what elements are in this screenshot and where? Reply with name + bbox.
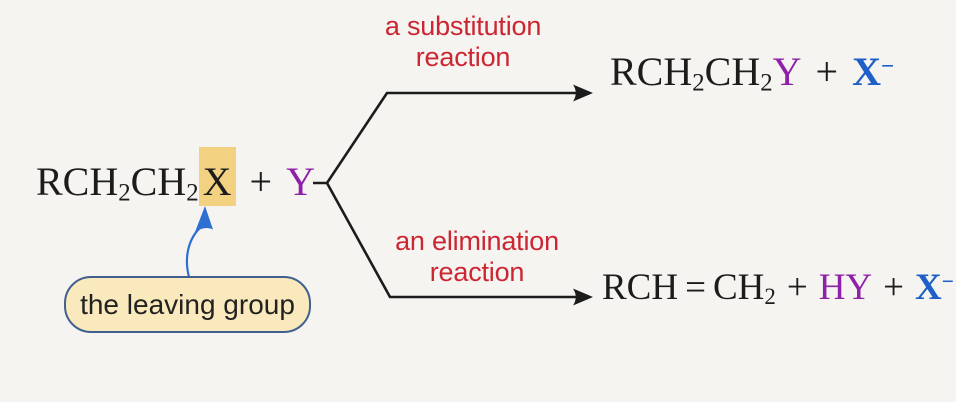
elim-product-hy: HY bbox=[818, 267, 873, 308]
reactant-seg2: CH bbox=[130, 159, 187, 204]
substitution-product-formula: RCH2CH2Y+X− bbox=[610, 52, 894, 96]
sub-product-y: Y bbox=[772, 49, 802, 94]
elimination-arrow bbox=[325, 182, 593, 306]
elimination-product-formula: RCH=CH2+HY+X− bbox=[602, 269, 954, 309]
elimination-label: an elimination reaction bbox=[372, 226, 582, 288]
substitution-label-line2: reaction bbox=[415, 42, 511, 72]
plus-sign: + bbox=[786, 267, 808, 308]
plus-sign: + bbox=[815, 49, 839, 94]
substitution-arrowhead-icon bbox=[573, 84, 593, 102]
callout-label: the leaving group bbox=[80, 288, 295, 320]
reactant-sub1: 2 bbox=[118, 179, 131, 207]
reactant-sub2: 2 bbox=[186, 179, 199, 207]
sub-product-x: X− bbox=[852, 49, 895, 94]
nucleophile: Y bbox=[286, 159, 315, 204]
sub-product-seg2: CH bbox=[704, 49, 761, 94]
sub-product-seg1: RCH bbox=[610, 49, 693, 94]
plus-sign: + bbox=[249, 159, 273, 204]
callout-pointer-arrow bbox=[185, 206, 213, 279]
substitution-label: a substitution reaction bbox=[358, 11, 568, 73]
elimination-label-line1: an elimination bbox=[395, 226, 559, 256]
callout-arrowhead-icon bbox=[195, 206, 213, 232]
plus-sign: + bbox=[883, 267, 905, 308]
elimination-arrowhead-icon bbox=[573, 288, 593, 306]
negative-charge: − bbox=[880, 53, 895, 80]
elim-product-sub2: 2 bbox=[764, 284, 776, 310]
leaving-group-callout: the leaving group bbox=[64, 276, 311, 333]
elim-product-seg2: CH bbox=[712, 267, 765, 308]
elimination-label-line2: reaction bbox=[429, 257, 525, 287]
sub-product-sub2: 2 bbox=[760, 69, 773, 97]
negative-charge: − bbox=[941, 269, 954, 294]
elim-product-seg1: RCH bbox=[602, 267, 679, 308]
substitution-arrow bbox=[313, 84, 593, 185]
sub-product-sub1: 2 bbox=[692, 69, 705, 97]
reactant-seg1: RCH bbox=[36, 159, 119, 204]
substitution-label-line1: a substitution bbox=[384, 11, 542, 41]
leaving-group-highlight: X bbox=[198, 147, 236, 206]
double-bond: = bbox=[685, 267, 706, 308]
elim-product-x: X− bbox=[915, 267, 954, 308]
